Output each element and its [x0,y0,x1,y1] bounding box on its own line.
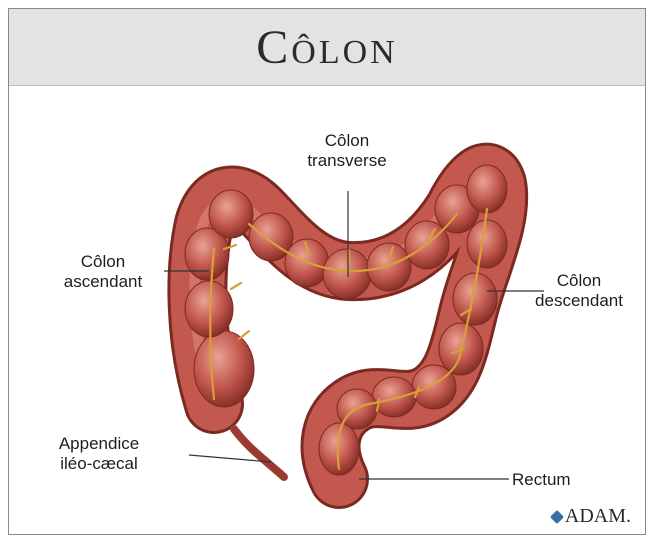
label-line: Appendice [39,434,159,454]
label-line: transverse [277,151,417,171]
adam-logo-text: ADAM. [565,505,631,528]
label-descending-colon: Côlon descendant [509,271,646,311]
label-transverse-colon: Côlon transverse [277,131,417,171]
adam-logo: ADAM. [552,505,631,528]
label-line: Côlon [43,252,163,272]
label-line: descendant [509,291,646,311]
illustration-frame: Côlon [8,8,646,535]
adam-logo-icon [550,509,564,523]
label-appendix: Appendice iléo-cæcal [39,434,159,474]
label-line: iléo-cæcal [39,454,159,474]
label-line: Côlon [509,271,646,291]
label-line: Côlon [277,131,417,151]
label-line: ascendant [43,272,163,292]
label-rectum: Rectum [512,470,571,490]
appendix [234,429,284,477]
label-ascending-colon: Côlon ascendant [43,252,163,292]
